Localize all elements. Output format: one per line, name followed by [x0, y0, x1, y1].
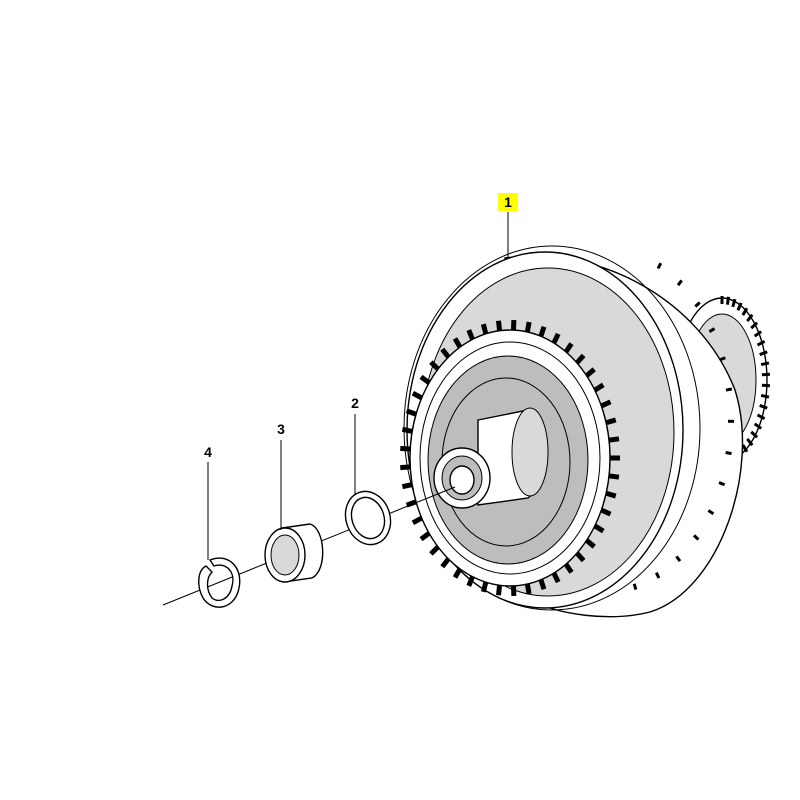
- gear-tooth: [400, 464, 411, 471]
- gear-tooth: [563, 342, 574, 354]
- gear-tooth: [676, 279, 683, 287]
- gear-tooth: [575, 551, 586, 563]
- gear-tooth: [593, 382, 605, 393]
- gear-tooth: [725, 296, 731, 305]
- center-hub: [433, 407, 549, 509]
- gear-tooth: [401, 482, 413, 490]
- gear-tooth: [656, 262, 663, 270]
- gear-tooth: [632, 583, 638, 590]
- gear-tooth: [563, 562, 574, 574]
- gear-tooth: [538, 578, 547, 591]
- gear-tooth: [675, 555, 682, 563]
- gear-tooth: [524, 583, 532, 595]
- gear-tooth: [741, 307, 749, 316]
- gear-tooth: [718, 481, 726, 487]
- gear-tooth: [731, 298, 737, 308]
- gear-tooth: [694, 301, 701, 308]
- gear-tooth: [466, 575, 475, 587]
- part-2-o-ring[interactable]: [339, 486, 398, 551]
- gear-tooth: [654, 572, 661, 579]
- gear-tooth: [760, 361, 770, 367]
- gear-tooth: [746, 313, 754, 322]
- gear-tooth: [750, 430, 759, 439]
- gear-tooth: [750, 321, 759, 330]
- gear-tooth: [538, 325, 547, 338]
- gear-tooth: [753, 330, 763, 338]
- gear-tooth: [605, 417, 617, 426]
- gear-tooth: [719, 356, 726, 362]
- callout-1-label: 1: [504, 194, 512, 210]
- gear-tooth: [600, 507, 612, 517]
- gear-tooth: [741, 444, 749, 453]
- gear-tooth: [756, 340, 766, 347]
- callout-4-label: 4: [204, 444, 212, 460]
- gear-tooth: [411, 391, 423, 401]
- gear-tooth: [605, 490, 617, 499]
- gear-tooth: [496, 585, 503, 596]
- gear-tooth: [401, 426, 413, 434]
- gear-tooth: [575, 353, 586, 365]
- gear-tooth: [736, 302, 743, 311]
- gear-tooth: [440, 347, 451, 359]
- gear-tooth: [725, 387, 733, 392]
- part-4-snap-ring[interactable]: [198, 557, 241, 608]
- gear-tooth: [608, 473, 620, 480]
- callout-3-label: 3: [277, 421, 285, 437]
- callout-2-label: 2: [351, 395, 359, 411]
- gear-tooth: [608, 436, 620, 443]
- gear-tooth: [761, 383, 770, 388]
- gear-tooth: [746, 438, 754, 447]
- gear-tooth: [440, 557, 451, 569]
- gear-tooth: [707, 509, 715, 515]
- gear-tooth: [411, 515, 423, 525]
- gear-tooth: [759, 350, 768, 356]
- gear-tooth: [551, 332, 561, 345]
- callout-1-highlight: [498, 193, 518, 211]
- gear-tooth: [692, 534, 700, 541]
- gear-tooth: [452, 567, 463, 579]
- gear-tooth: [584, 538, 596, 549]
- gear-tooth: [725, 451, 732, 456]
- gear-tooth: [419, 531, 431, 542]
- gear-tooth: [480, 323, 489, 335]
- part-1-hub-assembly[interactable]: [400, 245, 770, 618]
- gear-tooth: [480, 581, 489, 593]
- gear-tooth: [593, 523, 605, 534]
- gear-tooth: [466, 329, 475, 341]
- gear-tooth: [419, 374, 431, 385]
- gear-tooth: [584, 367, 596, 378]
- gear-tooth: [405, 499, 417, 508]
- gear-tooth: [524, 321, 532, 333]
- gear-tooth: [760, 393, 770, 399]
- gear-tooth: [405, 408, 417, 417]
- gear-tooth: [429, 360, 440, 371]
- gear-tooth: [761, 372, 770, 377]
- gear-tooth: [400, 445, 411, 452]
- gear-tooth: [756, 413, 766, 420]
- part-3-bushing[interactable]: [264, 523, 324, 583]
- gear-tooth: [551, 571, 561, 584]
- gear-tooth: [496, 320, 503, 331]
- gear-tooth: [600, 399, 612, 409]
- gear-tooth: [753, 422, 763, 430]
- gear-tooth: [708, 327, 716, 333]
- gear-tooth: [429, 545, 440, 556]
- gear-tooth: [452, 337, 463, 349]
- gear-tooth: [759, 404, 768, 410]
